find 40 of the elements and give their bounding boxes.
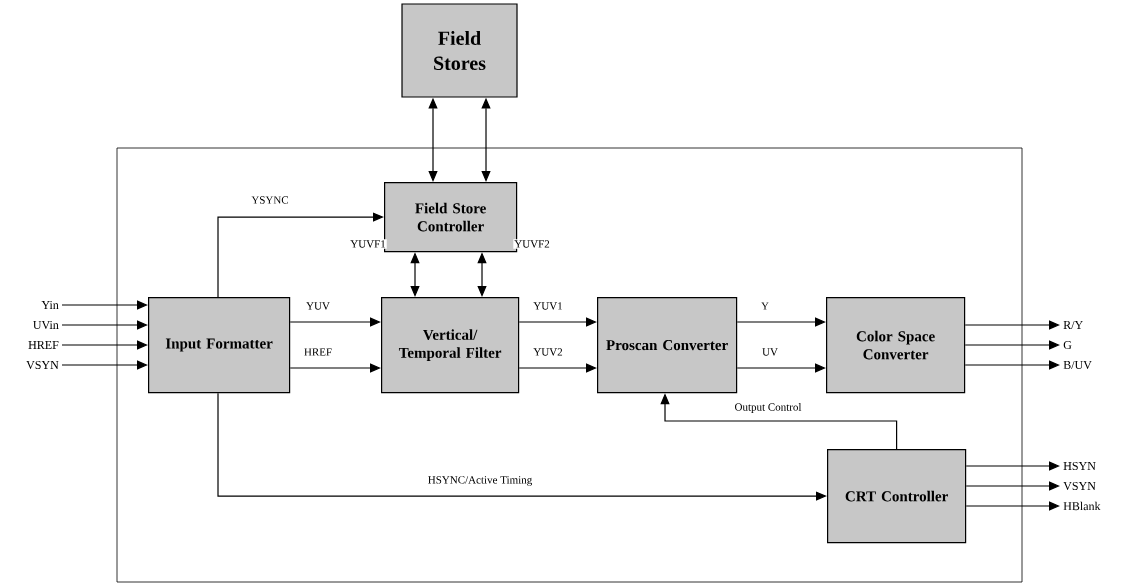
arrow xyxy=(289,317,381,327)
edge-label: HREF xyxy=(302,347,334,357)
signal-label: VSYN xyxy=(26,360,59,370)
edge-label: YUV1 xyxy=(532,301,564,311)
arrow xyxy=(217,392,827,501)
signal-label: Yin xyxy=(41,301,59,309)
block-box: Proscan Converter xyxy=(597,297,738,394)
signal-label: VSYN xyxy=(1063,481,1096,491)
block-box: Field Stores xyxy=(401,3,518,98)
edge-label: Y xyxy=(760,301,770,311)
arrow xyxy=(736,317,826,327)
edge-label: YSYNC xyxy=(250,195,290,205)
signal-label: R/Y xyxy=(1063,321,1083,329)
signal-label: HSYN xyxy=(1063,461,1096,471)
arrow xyxy=(289,363,381,373)
edge-label: YUVF1 xyxy=(349,239,387,249)
block-box: Color Space Converter xyxy=(826,297,966,394)
edge-label: HSYNC/Active Timing xyxy=(426,475,534,487)
arrow xyxy=(965,481,1060,491)
arrow xyxy=(964,340,1060,350)
block-box: CRT Controller xyxy=(827,449,967,544)
chip-boundary xyxy=(116,147,1023,583)
arrow xyxy=(217,212,384,298)
signal-label: HBlank xyxy=(1063,501,1101,511)
signal-label: UVin xyxy=(33,320,59,330)
edge-label: YUV2 xyxy=(532,347,564,357)
signal-label: G xyxy=(1063,340,1072,350)
arrow xyxy=(964,320,1060,330)
block-box: Vertical/ Temporal Filter xyxy=(381,297,520,394)
edge-label: Output Control xyxy=(733,402,803,414)
signal-label: HREF xyxy=(28,341,59,349)
arrow xyxy=(736,363,826,373)
edge-label: YUV xyxy=(305,301,331,311)
arrow xyxy=(964,360,1060,370)
edge-label: UV xyxy=(761,347,779,357)
block-box: Input Formatter xyxy=(148,297,291,394)
edge-label: YUVF2 xyxy=(513,239,551,249)
arrow xyxy=(965,461,1060,471)
signal-label: B/UV xyxy=(1063,360,1092,370)
arrow xyxy=(965,501,1060,511)
